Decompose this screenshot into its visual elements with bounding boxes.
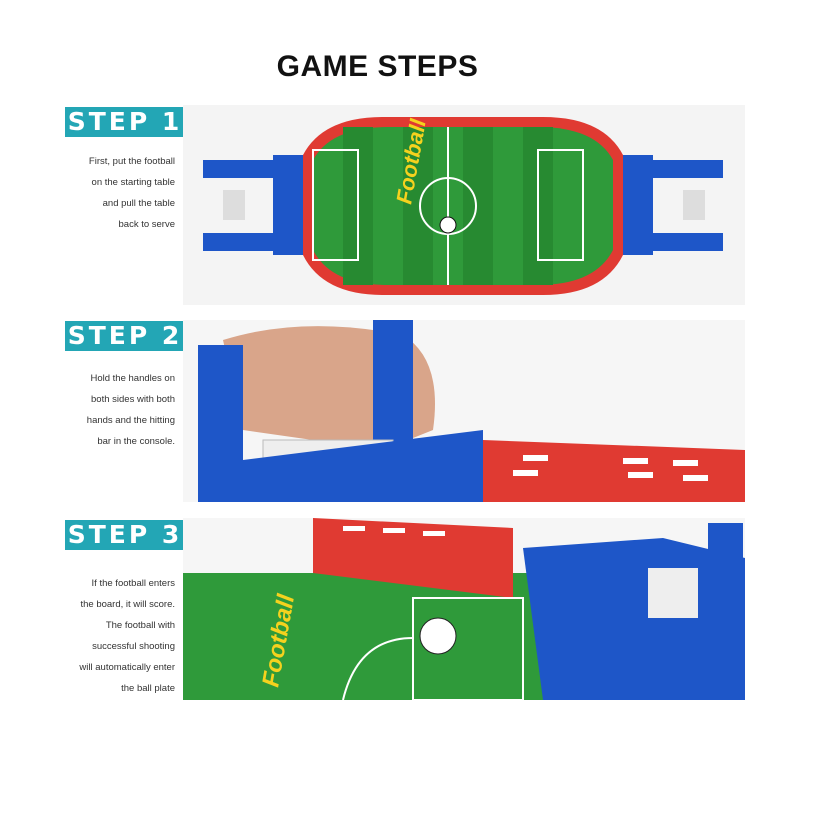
desc-line: will automatically enter: [79, 662, 175, 673]
football-table-top-view: Football: [203, 116, 723, 295]
desc-line: the ball plate: [121, 683, 175, 694]
desc-line: hands and the hitting: [86, 415, 175, 426]
step-3-photo: Football: [183, 518, 745, 700]
step-1-description: First, put the football on the starting …: [40, 151, 175, 235]
step-2-badge: STEP 2: [65, 321, 185, 351]
desc-line: back to serve: [118, 219, 176, 230]
desc-line: bar in the console.: [97, 436, 175, 447]
desc-line: The football with: [105, 620, 175, 631]
desc-line: and pull the table: [102, 198, 175, 209]
desc-line: First, put the football: [88, 156, 175, 167]
page-title: GAME STEPS: [276, 50, 479, 83]
step-1-badge: STEP 1: [65, 107, 185, 137]
desc-line: If the football enters: [91, 578, 175, 589]
step-3-description: If the football enters the board, it wil…: [40, 573, 175, 699]
desc-line: both sides with both: [91, 394, 175, 405]
hand-holding-handle: [198, 320, 745, 502]
step-3-badge: STEP 3: [65, 520, 185, 550]
desc-line: the board, it will score.: [80, 599, 175, 610]
step-1-photo: Football: [183, 105, 745, 305]
desc-line: on the starting table: [91, 177, 175, 188]
step-2-photo: [183, 320, 745, 502]
desc-line: Hold the handles on: [90, 373, 175, 384]
goal-closeup: Football: [183, 518, 745, 700]
desc-line: successful shooting: [92, 641, 175, 652]
step-2-description: Hold the handles on both sides with both…: [40, 368, 175, 452]
